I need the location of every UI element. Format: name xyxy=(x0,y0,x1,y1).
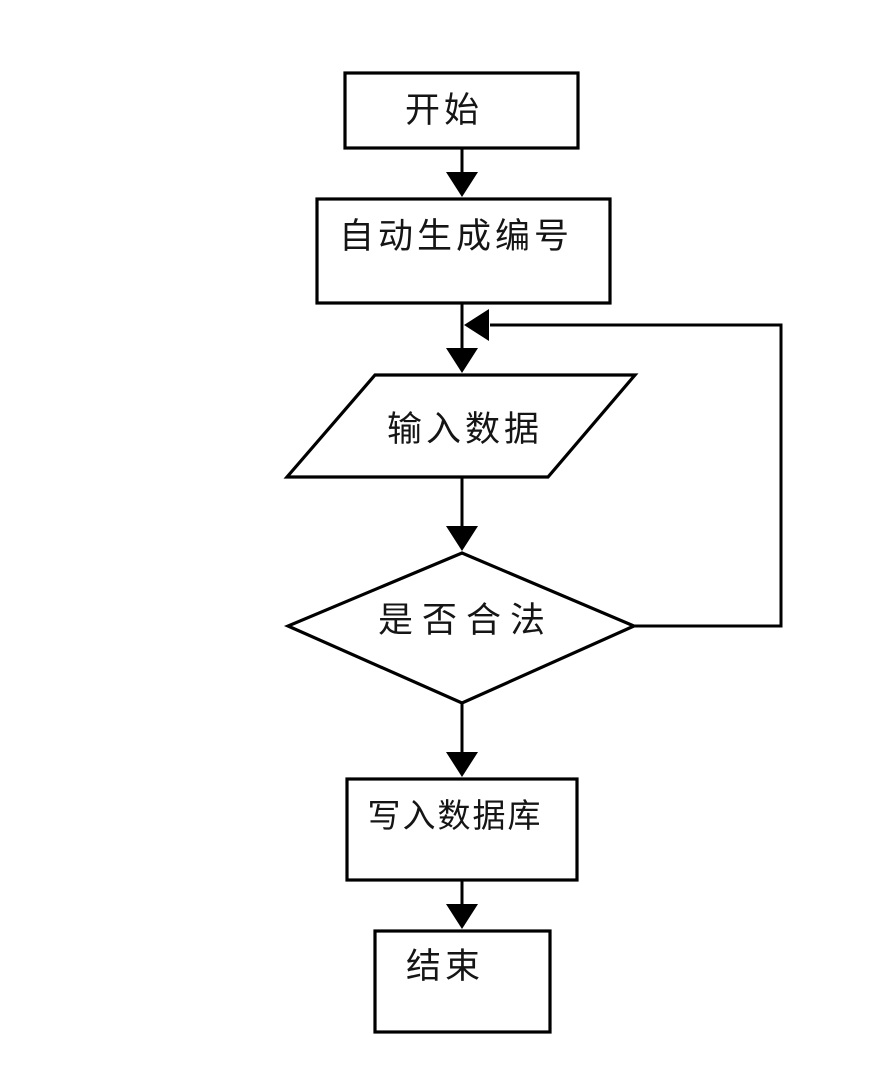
node-write-database: 写入数据库 xyxy=(345,777,579,882)
flowchart-nodes: 开始 自动生成编号 输入数据 是否合法 写入数据库 xyxy=(283,71,639,1034)
edge-decision-loopback xyxy=(490,323,783,628)
node-is-valid: 是否合法 xyxy=(283,551,639,705)
arrowhead-down-icon xyxy=(446,348,478,373)
arrowhead-down-icon xyxy=(446,904,478,929)
write-database-box xyxy=(345,777,579,882)
decision-label: 是否合法 xyxy=(378,601,554,640)
flowchart-edges xyxy=(446,148,783,929)
arrowhead-down-icon xyxy=(446,526,478,551)
arrowhead-left-icon xyxy=(464,309,489,341)
start-label: 开始 xyxy=(405,91,483,130)
node-input-data: 输入数据 xyxy=(283,373,639,479)
start-box xyxy=(343,71,580,150)
end-box xyxy=(373,929,552,1034)
auto-generate-label: 自动生成编号 xyxy=(339,217,573,256)
decision-diamond xyxy=(283,551,639,705)
node-end: 结束 xyxy=(373,929,552,1034)
auto-generate-box xyxy=(315,197,612,305)
end-label: 结束 xyxy=(406,947,484,986)
input-data-label: 输入数据 xyxy=(387,410,543,449)
arrowhead-down-icon xyxy=(446,172,478,197)
node-start: 开始 xyxy=(343,71,580,150)
node-auto-generate-id: 自动生成编号 xyxy=(315,197,612,305)
write-database-label: 写入数据库 xyxy=(368,798,543,835)
arrowhead-down-icon xyxy=(446,752,478,777)
input-data-parallelogram xyxy=(283,373,639,479)
